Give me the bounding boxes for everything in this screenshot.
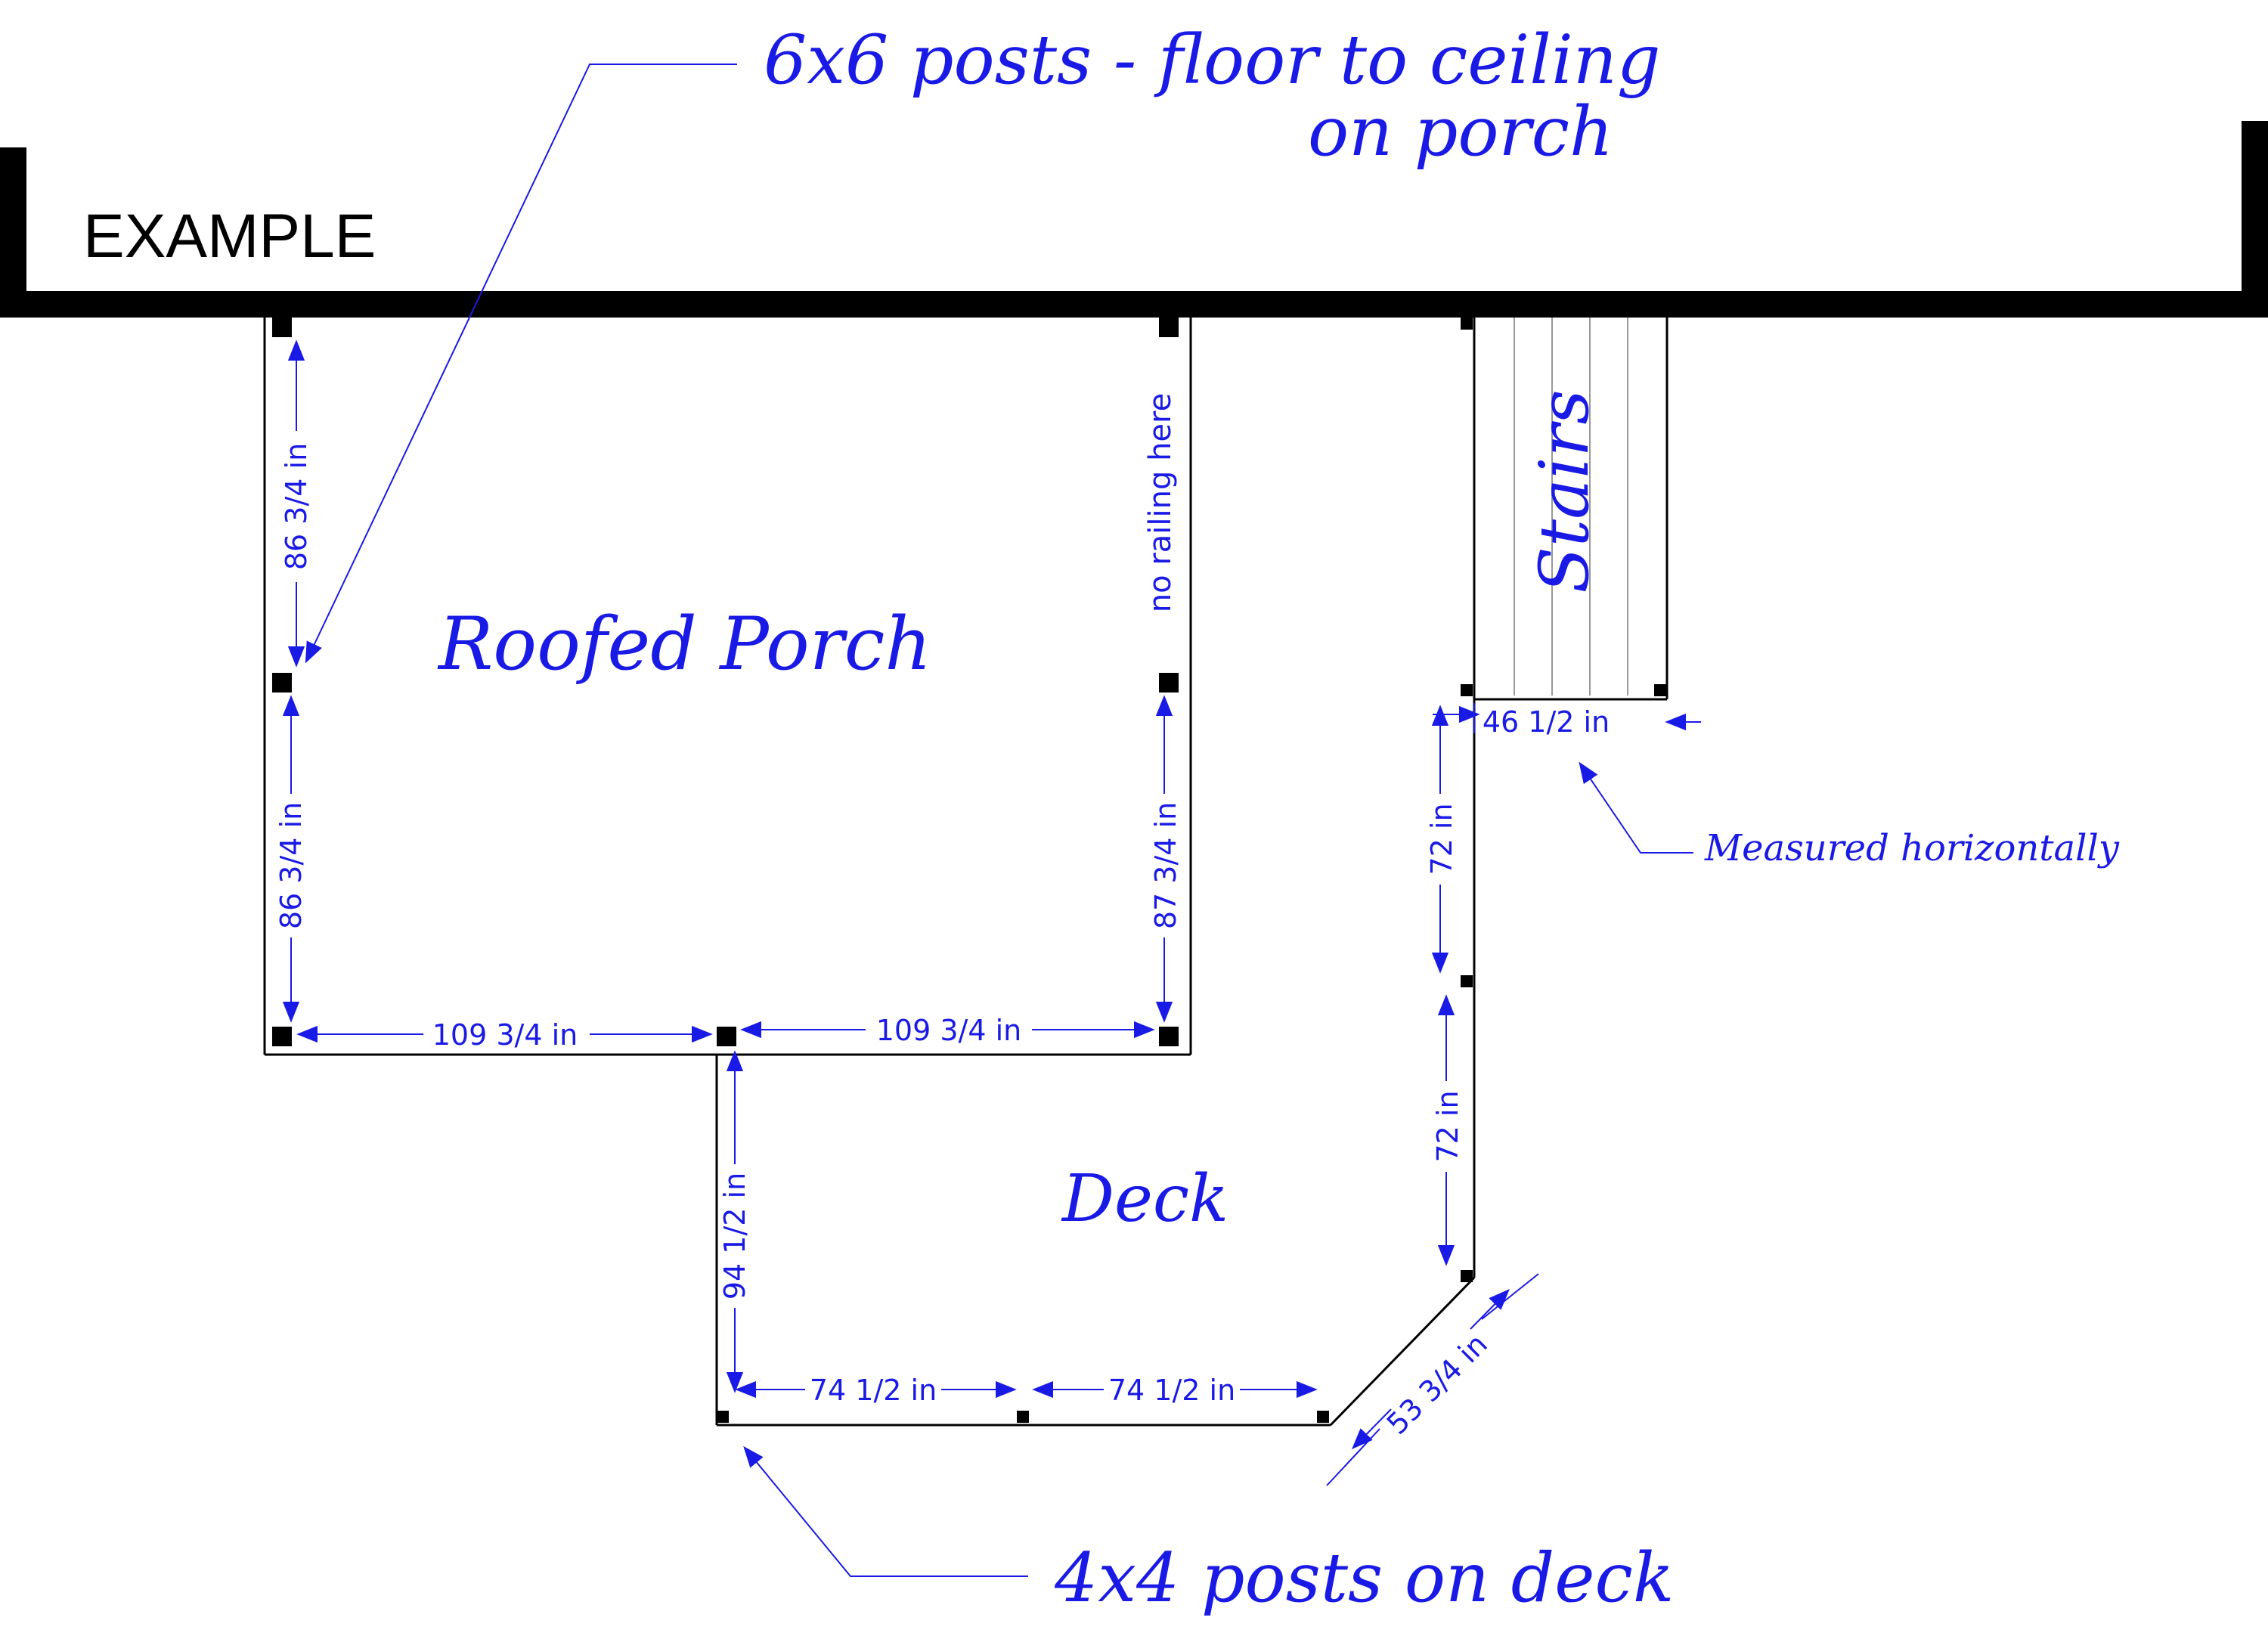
porch-posts-leader — [305, 64, 737, 664]
porch-post — [272, 673, 292, 692]
dim-label: 94 1/2 in — [718, 1173, 751, 1300]
porch-post — [272, 1027, 292, 1046]
stairs-label: Stairs — [1525, 389, 1604, 593]
porch-post — [1159, 673, 1179, 692]
deck-post — [1461, 684, 1473, 696]
deck-outline — [715, 318, 1668, 1427]
dim-label: 74 1/2 in — [1108, 1374, 1235, 1407]
dim-porch-left-lower: 86 3/4 in — [274, 695, 308, 1023]
porch-post — [717, 1027, 736, 1046]
porch-posts-note-line1: 6x6 posts - floor to ceiling — [764, 20, 1660, 100]
porch-post — [272, 318, 292, 337]
deck-label: Deck — [1061, 1161, 1228, 1237]
dim-deck-right-upper: 72 in — [1425, 705, 1458, 974]
deck-posts-note: 4x4 posts on deck — [1054, 1538, 1674, 1618]
dim-label: 109 3/4 in — [432, 1018, 578, 1052]
deck-post — [1654, 684, 1666, 696]
dim-label: 72 in — [1431, 1090, 1464, 1162]
dim-label: 87 3/4 in — [1149, 802, 1182, 929]
example-title: EXAMPLE — [83, 202, 376, 271]
no-railing-note: no railing here — [1143, 393, 1178, 612]
deck-post — [1461, 975, 1473, 987]
deck-post — [1461, 1270, 1473, 1282]
dim-porch-right-lower: 87 3/4 in — [1149, 695, 1182, 1023]
deck-post — [717, 1411, 729, 1423]
measured-note: Measured horizontally — [1704, 827, 2120, 869]
deck-posts — [717, 318, 1666, 1423]
measured-leader — [1579, 761, 1693, 854]
dim-deck-bottom-right: 74 1/2 in — [1032, 1374, 1318, 1407]
dim-label: 86 3/4 in — [280, 443, 313, 570]
porch-posts-note-line2: on porch — [1308, 92, 1613, 172]
dim-deck-left: 94 1/2 in — [718, 1050, 751, 1393]
deck-post — [1317, 1411, 1329, 1423]
dim-porch-left-upper: 86 3/4 in — [280, 339, 313, 668]
stair-treads — [1514, 318, 1628, 696]
porch-post — [1159, 1027, 1179, 1046]
dim-label: 109 3/4 in — [876, 1014, 1022, 1047]
dim-label: 86 3/4 in — [274, 802, 308, 929]
dim-deck-bottom-left: 74 1/2 in — [735, 1374, 1017, 1407]
dim-label: 53 3/4 in — [1380, 1328, 1494, 1441]
dim-deck-right-lower: 72 in — [1431, 994, 1464, 1266]
deck-post — [1461, 318, 1473, 330]
deck-post — [1017, 1411, 1029, 1423]
deck-posts-leader — [743, 1445, 1028, 1577]
house-wall — [0, 121, 2268, 318]
dim-porch-bottom-right: 109 3/4 in — [740, 1014, 1155, 1047]
porch-posts — [272, 318, 1179, 1046]
dim-stairs-width: 46 1/2 in — [1433, 703, 1701, 739]
porch-label: Roofed Porch — [437, 602, 931, 686]
porch-post — [1159, 318, 1179, 337]
dim-porch-bottom-left: 109 3/4 in — [296, 1018, 713, 1052]
dim-label: 46 1/2 in — [1483, 705, 1610, 739]
dim-label: 74 1/2 in — [810, 1374, 937, 1407]
dim-label: 72 in — [1425, 803, 1458, 875]
dim-deck-diagonal: 53 3/4 in — [1326, 1273, 1539, 1486]
